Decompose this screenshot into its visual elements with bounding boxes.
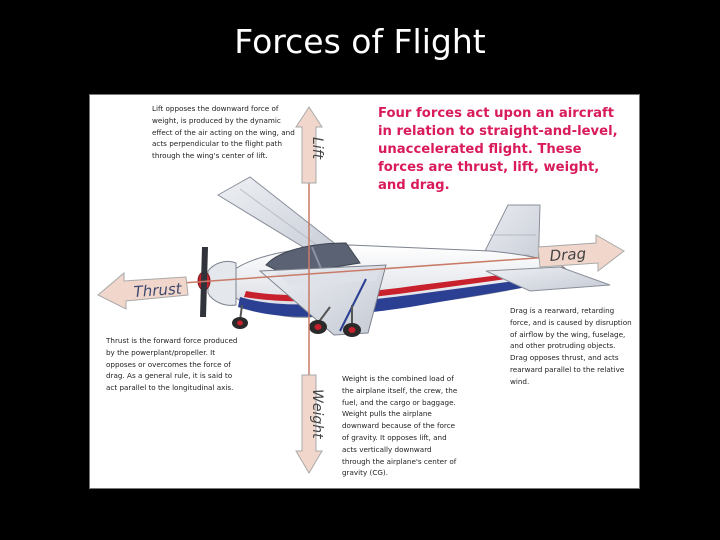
diagram-headline: Four forces act upon an aircraft in rela… [378, 106, 618, 193]
drag-arrow: Drag [537, 234, 625, 273]
slide-title: Forces of Flight [234, 22, 486, 61]
horizontal-stabilizer [485, 266, 611, 292]
weight-label: Weight [309, 389, 325, 439]
drag-label: Drag [549, 244, 587, 264]
weight-arrow: Weight [295, 374, 325, 474]
thrust-description: Thrust is the forward force produced by … [106, 336, 238, 393]
airplane-illustration: Lift Weight Thrust Drag [97, 106, 625, 474]
thrust-label: Thrust [133, 280, 183, 301]
lift-label: Lift [309, 137, 325, 160]
forces-diagram: Lift Weight Thrust Drag Four forces act … [89, 94, 640, 489]
lift-arrow: Lift [295, 106, 325, 184]
landing-gear [232, 304, 361, 337]
lift-description: Lift opposes the downward force of weigh… [152, 104, 295, 161]
thrust-arrow: Thrust [97, 271, 189, 310]
horizontal-force-line [125, 252, 607, 288]
drag-description: Drag is a rearward, retarding force, and… [510, 306, 632, 386]
weight-description: Weight is the combined load of the airpl… [342, 374, 458, 478]
